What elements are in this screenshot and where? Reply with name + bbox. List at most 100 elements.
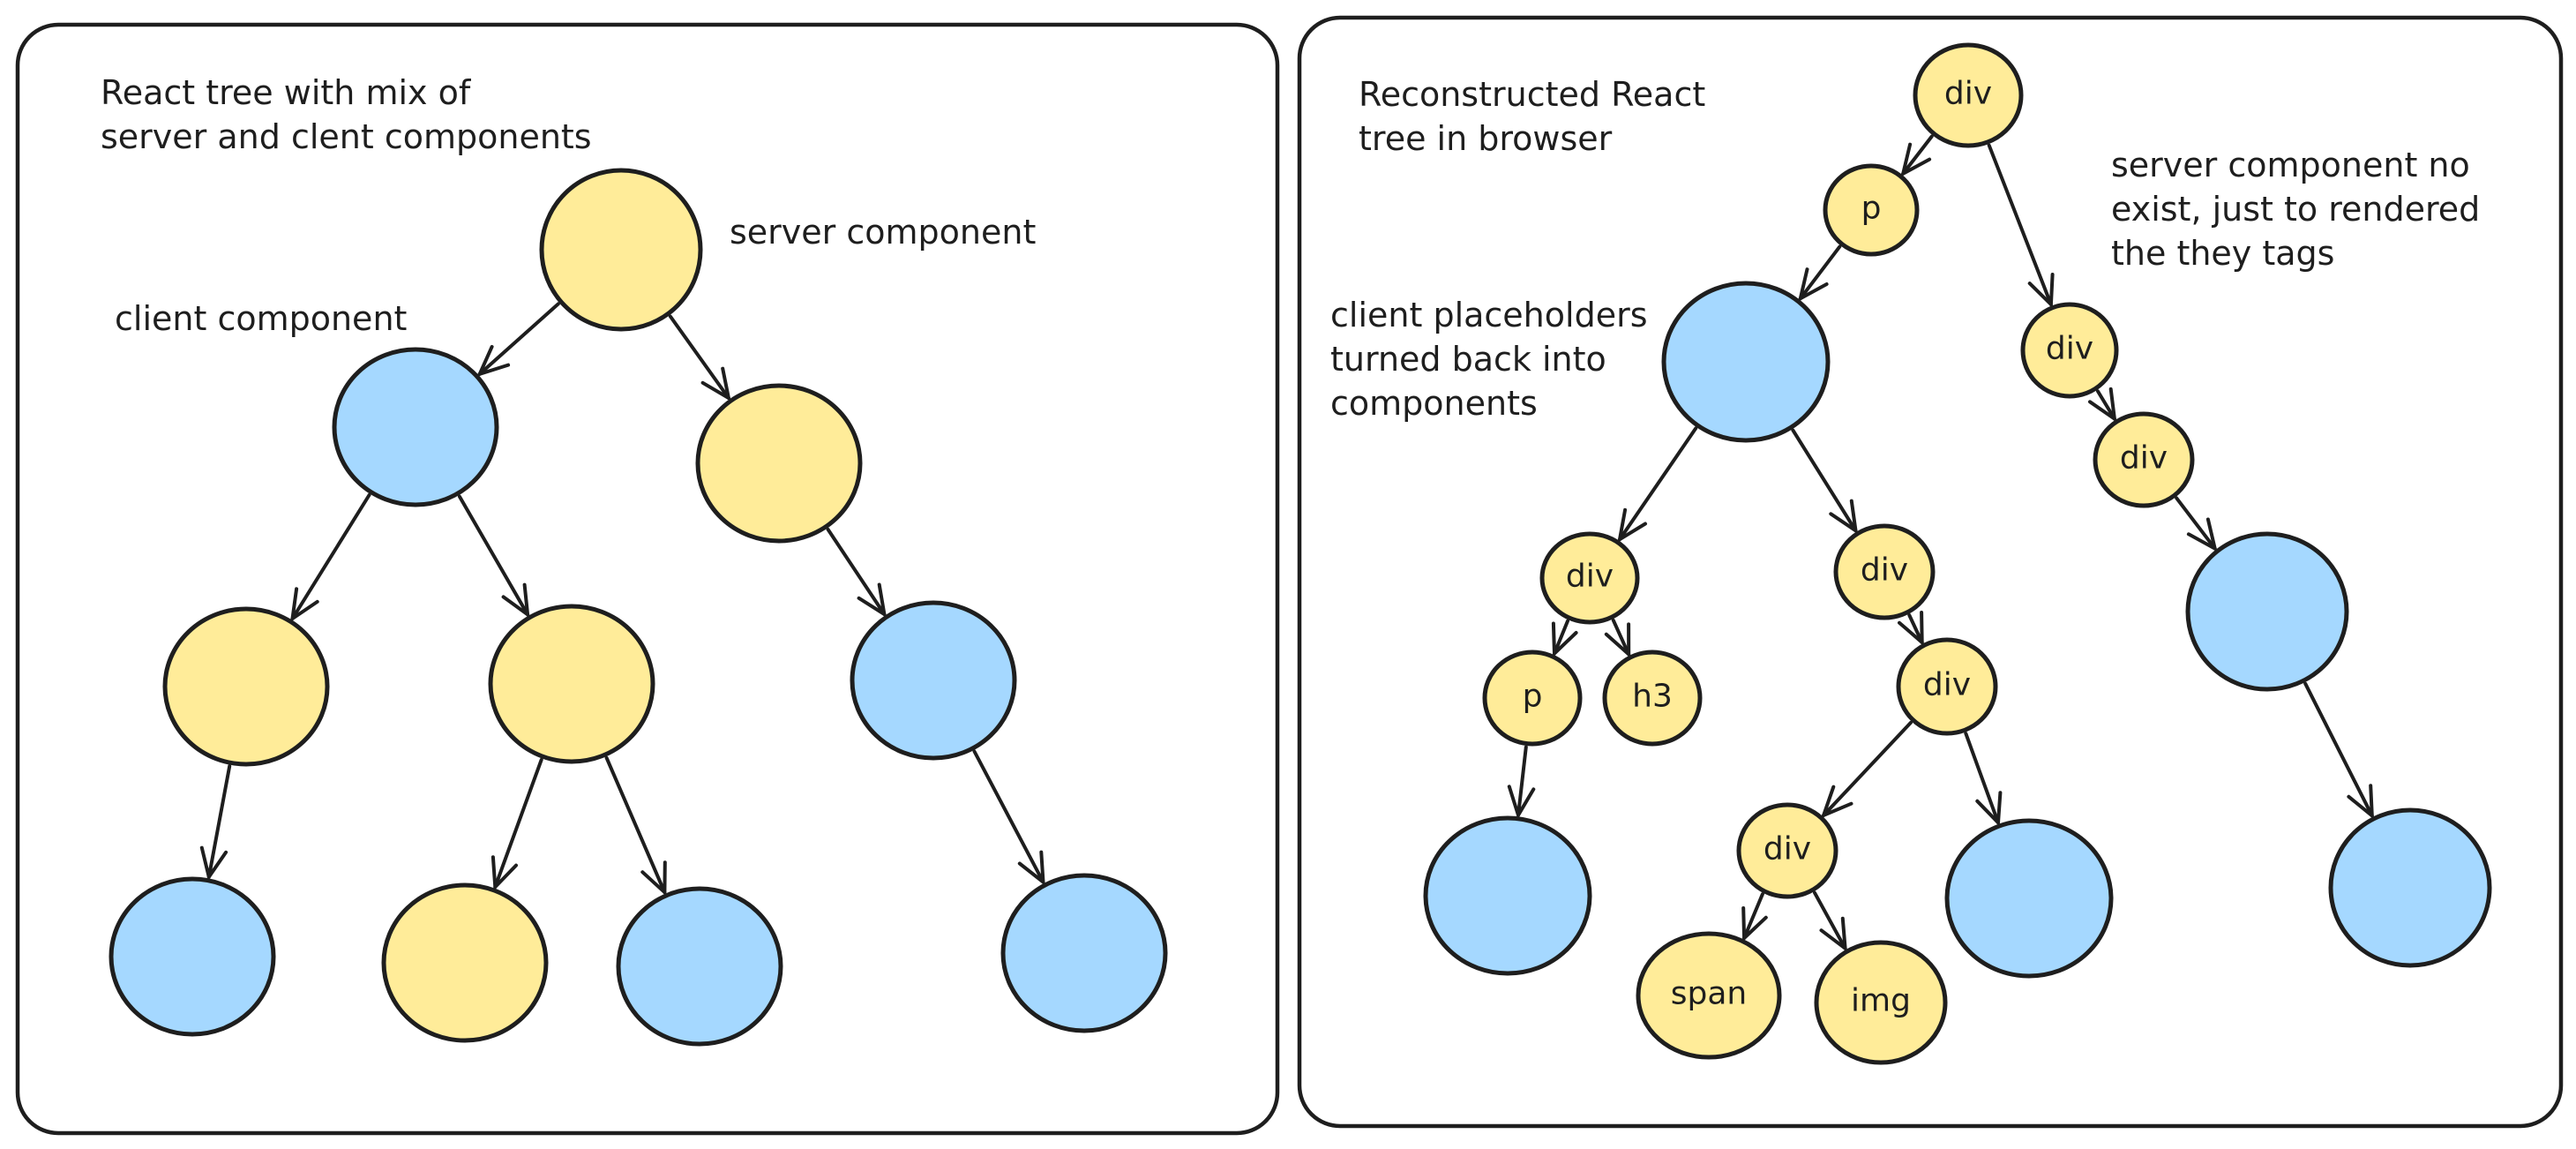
node-label: div [1566, 559, 1614, 595]
server-node-shape [381, 882, 549, 1043]
edge-R0-to-R1 [1901, 134, 1934, 176]
server-node-shape [1823, 163, 1920, 257]
edge-R7-to-R10 [1604, 618, 1631, 657]
client-node-shape [2185, 531, 2349, 692]
server-node-div: div [1896, 637, 1998, 736]
edge-L4-to-L8 [604, 755, 667, 895]
right-title-line-1: Reconstructed React [1359, 75, 1705, 114]
server-node-div: div [1539, 531, 1640, 625]
node-label: p [1523, 679, 1543, 715]
arrowhead-icon [1551, 621, 1578, 656]
server-note-line-3: the they tags [2111, 234, 2334, 273]
client-component-node [850, 600, 1017, 761]
arrowhead-icon [2347, 784, 2374, 818]
client-placeholder-note-line-2: turned back into [1330, 340, 1606, 379]
server-node-img: img [1814, 940, 1948, 1065]
server-node-shape [2093, 411, 2195, 508]
server-node [539, 168, 703, 332]
server-node-shape [1539, 531, 1640, 625]
node-label: div [2120, 440, 2168, 477]
edge-R0-to-R3 [1987, 143, 2055, 306]
arrowhead-icon [2027, 273, 2055, 306]
server-node-div: div [1736, 802, 1838, 899]
server-node-shape [539, 168, 703, 332]
edge-R4-to-R5 [2175, 496, 2217, 551]
edge-line [826, 528, 887, 616]
server-node-p: p [1482, 650, 1583, 747]
arrowhead-icon [1741, 906, 1768, 940]
edge-line [206, 764, 232, 879]
client-component-node [109, 876, 276, 1037]
edge-R7-to-R9 [1551, 619, 1578, 656]
client-node-shape [332, 347, 499, 507]
edge-line [1987, 143, 2053, 306]
client-component-node [2185, 531, 2349, 692]
edge-line [1964, 732, 2000, 825]
server-node-shape [162, 606, 330, 767]
left-title-line-1: React tree with mix of [101, 73, 472, 112]
edge-R11-to-R14 [1964, 732, 2003, 825]
edge-R3-to-R4 [2088, 387, 2116, 421]
client-node-shape [109, 876, 276, 1037]
arrowhead-icon [501, 582, 530, 617]
arrowhead-icon [490, 855, 518, 890]
arrowhead-icon [1975, 791, 2003, 825]
server-node-p: p [1823, 163, 1920, 257]
edge-R5-to-R6 [2303, 681, 2374, 818]
client-component-node [1944, 818, 2114, 979]
edge-line [1813, 890, 1847, 950]
left-title-line-2: server and clent components [101, 117, 592, 156]
arrowhead-icon [1901, 142, 1932, 176]
server-component-label: server component [730, 213, 1036, 252]
client-component-node [332, 347, 499, 507]
client-node-shape [1661, 281, 1831, 443]
arrowhead-icon [1017, 850, 1045, 884]
arrowhead-icon [1618, 507, 1647, 542]
server-node-shape [1913, 42, 2024, 148]
edge-L5-to-L9 [972, 749, 1045, 884]
server-node-shape [1814, 940, 1948, 1065]
edge-L4-to-L7 [490, 757, 543, 890]
edge-line [1901, 134, 1934, 176]
arrowhead-icon [1798, 267, 1829, 301]
client-component-node [2328, 807, 2492, 968]
server-node-shape [1736, 802, 1838, 899]
server-node-shape [1482, 650, 1583, 747]
arrowhead-icon [1829, 499, 1858, 533]
client-component-label: client component [115, 299, 407, 338]
node-label: img [1851, 983, 1911, 1019]
server-node-shape [2020, 302, 2119, 399]
node-label: div [1944, 76, 1992, 112]
client-component-node [616, 886, 783, 1047]
edge-line [477, 302, 560, 376]
edge-R9-to-R12 [1507, 745, 1536, 817]
server-node-shape [695, 383, 863, 544]
edge-R1-to-R2 [1798, 244, 1842, 301]
client-node-shape [850, 600, 1017, 761]
server-node-div: div [2020, 302, 2119, 399]
server-node-h3: h3 [1602, 650, 1703, 747]
node-label: div [1861, 552, 1908, 589]
edge-line [1618, 426, 1698, 542]
server-node-div: div [1913, 42, 2024, 148]
edge-line [604, 755, 667, 895]
edge-R2-to-R8 [1791, 428, 1858, 533]
client-component-node [1000, 873, 1168, 1033]
edge-L0-to-L1 [477, 302, 560, 376]
edge-L0-to-L2 [668, 314, 730, 400]
edge-R13-to-R15 [1741, 892, 1768, 940]
edge-R8-to-R11 [1898, 611, 1924, 644]
arrowhead-icon [700, 366, 730, 400]
client-placeholder-note-line-3: components [1330, 384, 1538, 423]
server-node-shape [488, 604, 655, 764]
server-node-shape [1636, 931, 1782, 1060]
client-component-node [1661, 281, 1831, 443]
arrowhead-icon [857, 582, 887, 616]
server-node-shape [1833, 523, 1936, 620]
arrowhead-icon [290, 587, 319, 620]
arrowhead-icon [2186, 517, 2217, 551]
edge-line [493, 757, 543, 890]
edge-L2-to-L5 [826, 528, 887, 616]
